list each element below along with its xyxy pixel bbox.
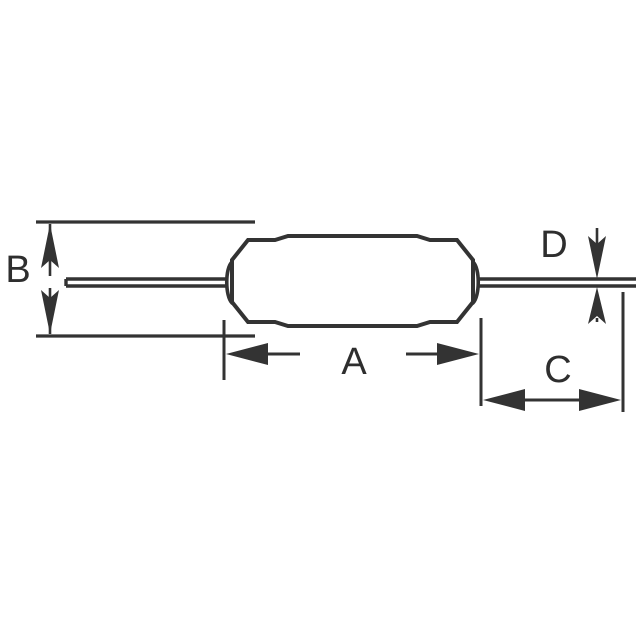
dimension-c-arrowhead-left: [483, 389, 525, 411]
component-body-outline: [230, 234, 475, 328]
dimension-d-arrowhead-up: [588, 287, 606, 324]
dimension-b-label: B: [5, 249, 30, 291]
dimension-a-label: A: [341, 341, 367, 383]
dimension-a-group: A: [222, 318, 483, 406]
dimension-d-label: D: [540, 224, 567, 266]
dimension-b-arrowhead-up: [41, 224, 59, 268]
dimension-c-label: C: [544, 349, 571, 391]
dimension-c-group: C: [483, 292, 625, 412]
dimension-a-arrowhead-left: [226, 343, 268, 365]
dimension-c-arrowhead-right: [579, 389, 621, 411]
dimension-d-arrowhead-down: [588, 236, 606, 279]
dimension-d-group: D: [540, 224, 606, 324]
dimension-b-arrowhead-down: [41, 290, 59, 334]
dimension-b-group: B: [5, 220, 255, 338]
right-lead-wire: [474, 277, 636, 288]
left-lead-wire: [64, 277, 232, 288]
component-group: [64, 234, 636, 328]
dimension-a-arrowhead-right: [437, 343, 479, 365]
